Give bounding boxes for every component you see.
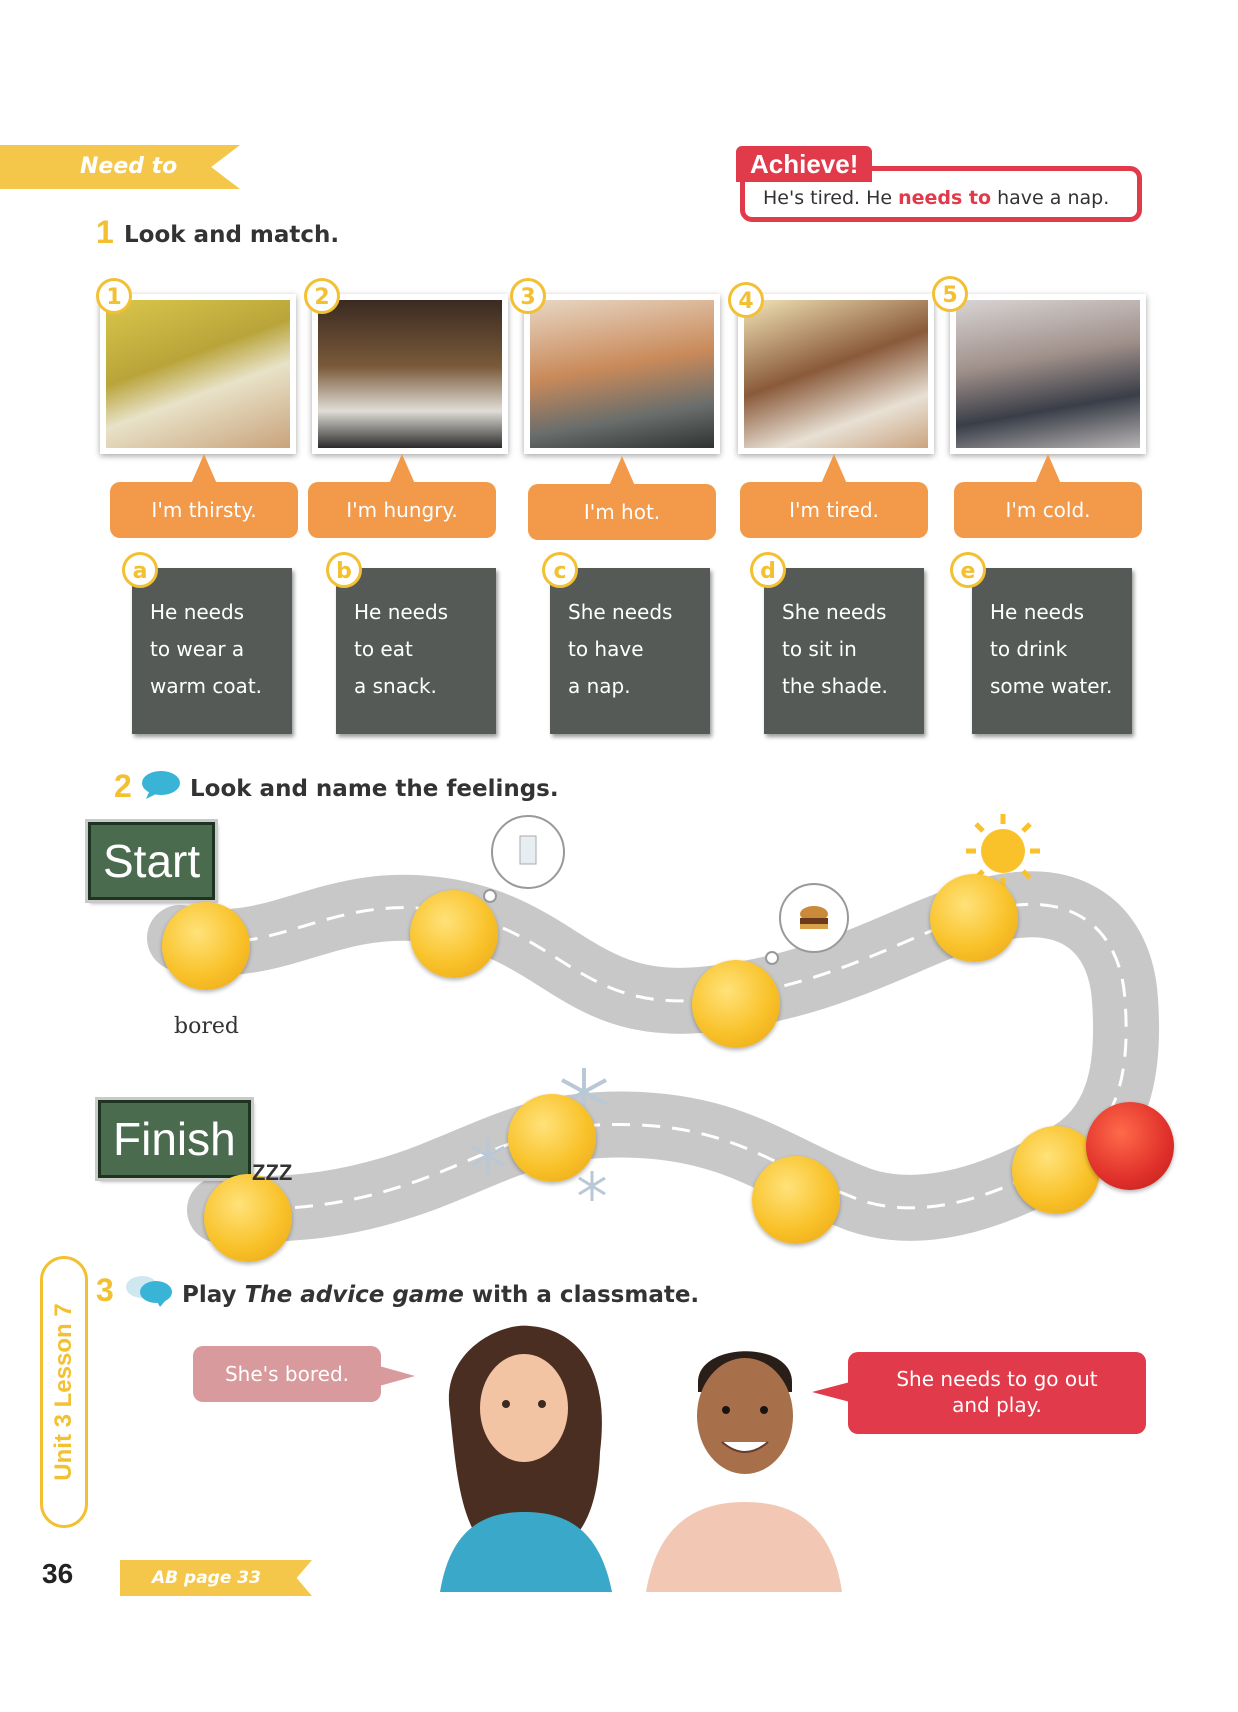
photo-cold-child xyxy=(950,294,1146,454)
answer-board-d: She needs to sit in the shade. xyxy=(764,568,924,734)
answer-letter-badge: d xyxy=(750,552,786,588)
answer-line: some water. xyxy=(990,674,1113,698)
answer-line: He needs xyxy=(150,600,245,624)
crying-face-icon xyxy=(752,1156,840,1244)
photo-number-badge: 3 xyxy=(510,278,546,314)
boy-speech-bubble: She needs to go out and play. xyxy=(812,1352,1146,1434)
cold-face-icon xyxy=(508,1094,596,1182)
thought-cloud-burger-icon xyxy=(765,883,849,965)
girl-speech-bubble: She's bored. xyxy=(193,1346,415,1402)
finish-sign: Finish xyxy=(95,1097,254,1181)
answer-line: She needs xyxy=(782,600,887,624)
answer-board-e: He needs to drink some water. xyxy=(972,568,1132,734)
answer-line: a nap. xyxy=(568,674,631,698)
achieve-highlight: needs to xyxy=(898,187,992,209)
answer-board-b: He needs to eat a snack. xyxy=(336,568,496,734)
photo-number-badge: 4 xyxy=(728,282,764,318)
caption-tired: I'm tired. xyxy=(740,454,928,538)
answer-line: warm coat. xyxy=(150,674,263,698)
photo-number-badge: 1 xyxy=(96,278,132,314)
section1-number: 1 xyxy=(96,214,114,250)
answer-line: to eat xyxy=(354,637,413,661)
hungry-face-icon xyxy=(692,960,780,1048)
section3-title-start: Play xyxy=(182,1282,245,1308)
section1-title: Look and match. xyxy=(124,222,340,248)
section3-title-end: with a classmate. xyxy=(463,1282,700,1308)
answer-line: He needs xyxy=(990,600,1085,624)
hot-face-icon xyxy=(930,874,1018,962)
boy-bubble-line2: and play. xyxy=(952,1393,1042,1417)
answer-line: the shade. xyxy=(782,674,888,698)
speech-icon xyxy=(142,771,180,799)
section3-title: Play The advice game with a classmate. xyxy=(182,1282,699,1308)
answer-line: She needs xyxy=(568,600,673,624)
boy-smiling-image xyxy=(646,1351,842,1592)
activity-book-reference: AB page 33 xyxy=(120,1560,312,1596)
answer-letter-badge: a xyxy=(122,552,158,588)
section3-title-game: The advice game xyxy=(244,1282,464,1308)
photo-hot-girl xyxy=(524,294,720,454)
answer-line: to wear a xyxy=(150,637,245,661)
photo-number-badge: 2 xyxy=(304,278,340,314)
snowflake-icon xyxy=(471,1138,505,1174)
caption-cold: I'm cold. xyxy=(954,454,1142,538)
snowflake-icon xyxy=(578,1171,606,1201)
example-answer-bored: bored xyxy=(174,1014,239,1039)
answer-line: to drink xyxy=(990,637,1068,661)
section2-title: Look and name the feelings. xyxy=(190,776,559,802)
photo-tired-woman xyxy=(738,294,934,454)
thirsty-face-icon xyxy=(410,890,498,978)
section2-number: 2 xyxy=(114,768,132,804)
girl-thinking-image xyxy=(440,1325,612,1592)
start-sign: Start xyxy=(84,819,219,903)
sleep-zzz-icon: ZZZ xyxy=(252,1160,293,1185)
section-tag-need-to: Need to xyxy=(0,145,240,189)
section3-number: 3 xyxy=(96,1272,114,1308)
answer-line: He needs xyxy=(354,600,449,624)
annoyed-face-icon xyxy=(1012,1126,1100,1214)
photo-hungry-boy xyxy=(312,294,508,454)
caption-hot: I'm hot. xyxy=(528,456,716,540)
answer-letter-badge: e xyxy=(950,552,986,588)
unit-lesson-label: Unit 3 Lesson 7 xyxy=(50,1303,77,1481)
sun-icon xyxy=(966,814,1040,888)
unit-lesson-tab: Unit 3 Lesson 7 xyxy=(40,1256,88,1528)
conversation-icon xyxy=(126,1276,172,1307)
boy-bubble-line1: She needs to go out xyxy=(896,1367,1098,1391)
thought-cloud-water-icon xyxy=(483,815,565,903)
achieve-label: Achieve! xyxy=(736,146,873,182)
answer-board-c: She needs to have a nap. xyxy=(550,568,710,734)
angry-face-icon xyxy=(1086,1102,1174,1190)
answer-line: a snack. xyxy=(354,674,437,698)
caption-thirsty: I'm thirsty. xyxy=(110,454,298,538)
answer-line: to sit in xyxy=(782,637,857,661)
achieve-sentence-start: He's tired. He xyxy=(763,187,899,209)
photo-number-badge: 5 xyxy=(932,276,968,312)
answer-letter-badge: c xyxy=(542,552,578,588)
answer-board-a: He needs to wear a warm coat. xyxy=(132,568,292,734)
photo-thirsty-boy xyxy=(100,294,296,454)
bored-face-icon xyxy=(162,902,250,990)
caption-hungry: I'm hungry. xyxy=(308,454,496,538)
page-number: 36 xyxy=(42,1558,74,1589)
sleepy-face-icon xyxy=(204,1174,292,1262)
answer-letter-badge: b xyxy=(326,552,362,588)
achieve-sentence-end: have a nap. xyxy=(991,187,1110,209)
answer-line: to have xyxy=(568,637,644,661)
